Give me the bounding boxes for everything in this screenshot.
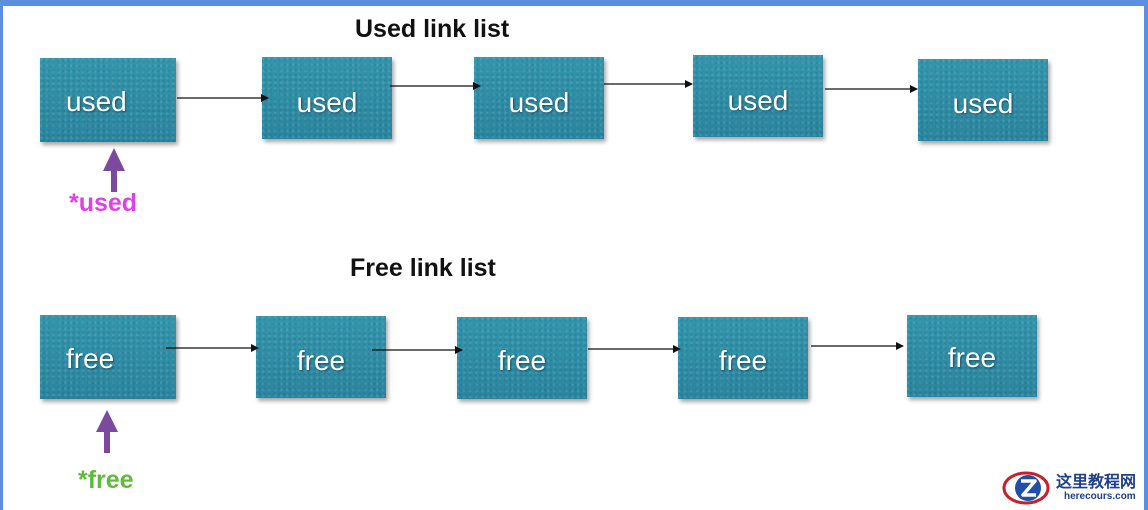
used-node-label: used (296, 87, 358, 118)
watermark-site-name: 这里教程网 (1056, 472, 1137, 491)
used-node-2: used (262, 57, 392, 139)
used-head-pointer-arrow (103, 148, 125, 192)
used-node-label: used (727, 85, 789, 116)
used-node-1: used (40, 58, 176, 142)
free-node-3: free (457, 317, 587, 399)
free-head-pointer-label: *free (78, 466, 134, 494)
free-node-4: free (678, 317, 808, 399)
free-node-label: free (718, 345, 768, 376)
used-node-label: used (66, 86, 127, 117)
z-logo-icon (1002, 471, 1050, 505)
used-node-label: used (952, 88, 1014, 119)
free-list-title: Free link list (350, 254, 496, 282)
used-node-label: used (508, 87, 570, 118)
free-node-label: free (66, 343, 115, 374)
free-node-1: free (40, 315, 176, 399)
watermark-url: herecours.com (1064, 491, 1136, 502)
free-node-2: free (256, 316, 386, 398)
used-node-5: used (918, 59, 1048, 141)
free-node-label: free (947, 342, 997, 373)
used-node-4: used (693, 55, 823, 137)
free-node-label: free (296, 345, 346, 376)
watermark-logo: 这里教程网 herecours.com (1000, 466, 1145, 508)
used-node-3: used (474, 57, 604, 139)
free-node-5: free (907, 315, 1037, 397)
used-list-title: Used link list (355, 15, 510, 43)
used-head-pointer-label: *used (69, 189, 138, 217)
free-head-pointer-arrow (96, 410, 118, 453)
free-node-label: free (497, 345, 547, 376)
